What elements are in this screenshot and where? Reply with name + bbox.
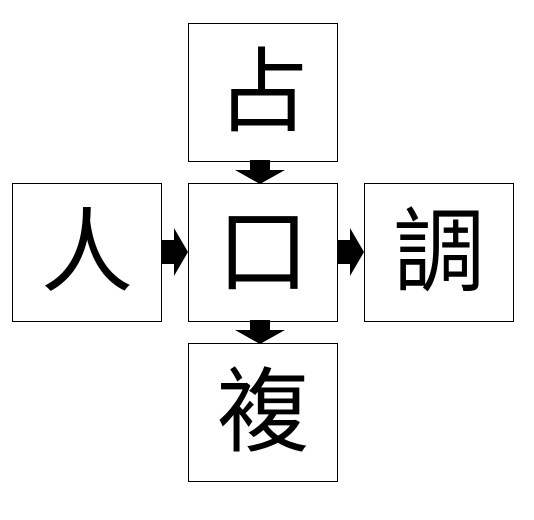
kanji-box-right: 調 — [364, 183, 514, 322]
kanji-box-bottom: 複 — [188, 343, 338, 482]
kanji-box-left: 人 — [12, 183, 162, 322]
arrow-top-to-center — [235, 160, 285, 184]
kanji-left: 人 — [40, 198, 133, 306]
arrow-center-to-right — [338, 228, 364, 276]
kanji-top: 占 — [216, 38, 309, 146]
kanji-bottom: 複 — [216, 358, 309, 466]
kanji-right: 調 — [392, 198, 485, 306]
arrow-center-to-bottom — [235, 320, 285, 344]
kanji-box-top: 占 — [188, 23, 338, 162]
kanji-center: 口 — [216, 198, 309, 306]
arrow-left-to-center — [162, 228, 188, 276]
